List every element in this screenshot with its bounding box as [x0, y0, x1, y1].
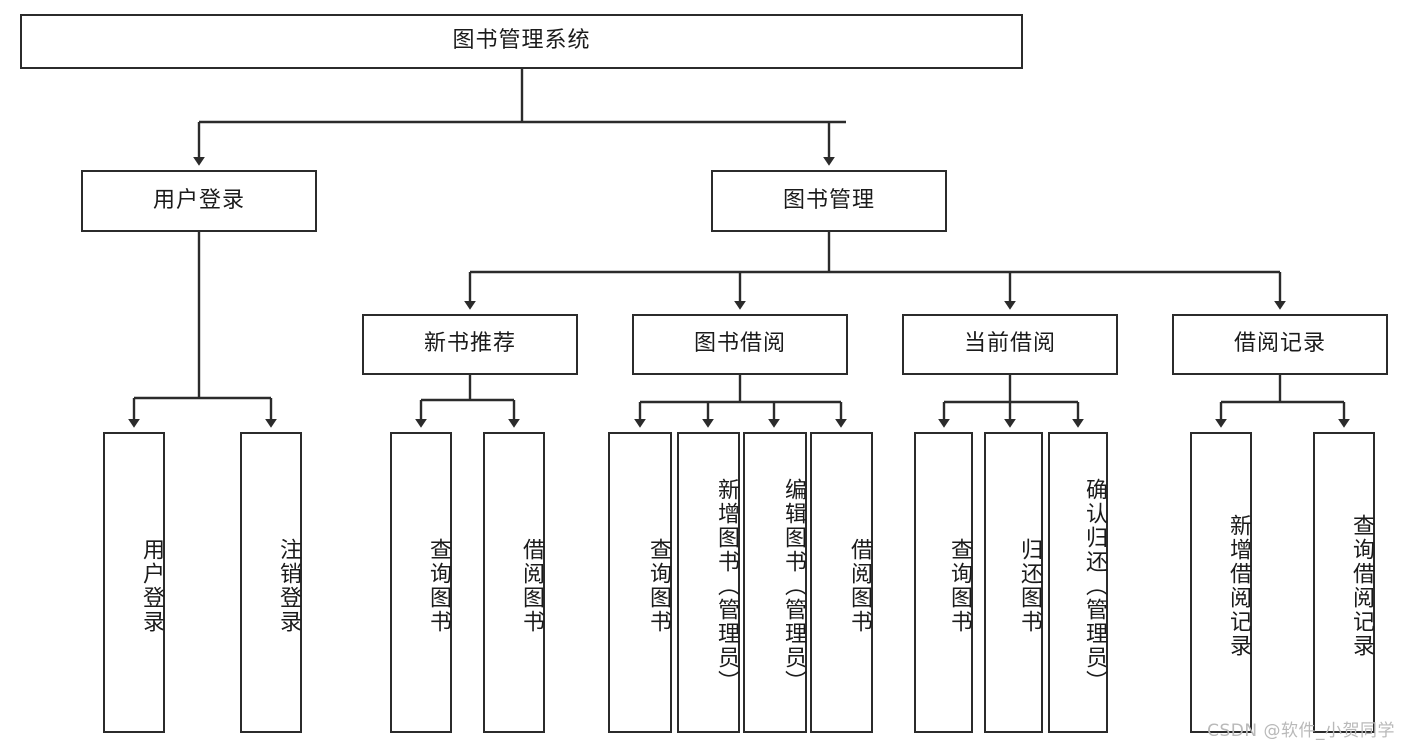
- leaf-borrow-add-book[interactable]: 新增图书（管理员）: [677, 432, 740, 733]
- leaf-label: 确认归还（管理员）: [1082, 477, 1107, 694]
- leaf-label: 查询借阅记录: [1349, 513, 1374, 658]
- leaf-label: 编辑图书（管理员）: [781, 477, 806, 694]
- leaf-label: 用户登录: [139, 537, 164, 634]
- node-new-book-recommend[interactable]: 新书推荐: [362, 314, 578, 375]
- leaf-label: 查询图书: [426, 537, 451, 634]
- leaf-label: 新增图书（管理员）: [714, 477, 739, 694]
- node-root-system[interactable]: 图书管理系统: [20, 14, 1023, 69]
- leaf-label: 注销登录: [276, 537, 301, 634]
- node-borrow-record[interactable]: 借阅记录: [1172, 314, 1388, 375]
- leaf-borrow-borrow-book[interactable]: 借阅图书: [810, 432, 873, 733]
- leaf-label: 查询图书: [646, 537, 671, 634]
- leaf-label: 借阅图书: [847, 537, 872, 634]
- leaf-label: 归还图书: [1017, 537, 1042, 634]
- leaf-user-login-login[interactable]: 用户登录: [103, 432, 165, 733]
- leaf-borrow-edit-book[interactable]: 编辑图书（管理员）: [743, 432, 807, 733]
- leaf-record-add-record[interactable]: 新增借阅记录: [1190, 432, 1252, 733]
- leaf-label: 新增借阅记录: [1226, 513, 1251, 658]
- leaf-current-query-book[interactable]: 查询图书: [914, 432, 973, 733]
- leaf-borrow-query-book[interactable]: 查询图书: [608, 432, 672, 733]
- node-current-borrow[interactable]: 当前借阅: [902, 314, 1118, 375]
- leaf-recommend-borrow-book[interactable]: 借阅图书: [483, 432, 545, 733]
- node-book-management[interactable]: 图书管理: [711, 170, 947, 232]
- leaf-recommend-query-book[interactable]: 查询图书: [390, 432, 452, 733]
- leaf-label: 查询图书: [947, 537, 972, 634]
- leaf-label: 借阅图书: [519, 537, 544, 634]
- node-book-borrow[interactable]: 图书借阅: [632, 314, 848, 375]
- csdn-watermark: CSDN @软件_小贺同学: [1207, 721, 1395, 741]
- leaf-user-login-logout[interactable]: 注销登录: [240, 432, 302, 733]
- node-user-login[interactable]: 用户登录: [81, 170, 317, 232]
- leaf-current-confirm-return[interactable]: 确认归还（管理员）: [1048, 432, 1108, 733]
- leaf-record-query-record[interactable]: 查询借阅记录: [1313, 432, 1375, 733]
- leaf-current-return-book[interactable]: 归还图书: [984, 432, 1043, 733]
